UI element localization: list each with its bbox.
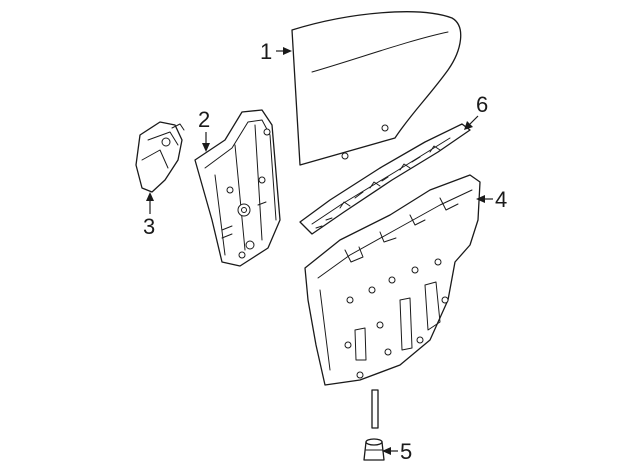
callout-1: 1 — [260, 39, 292, 64]
callout-2: 2 — [198, 107, 210, 152]
part-2-window-regulator — [194, 109, 281, 267]
callout-6-number: 6 — [476, 92, 488, 117]
callout-4: 4 — [476, 187, 507, 212]
part-4-door-carrier-panel — [304, 174, 481, 386]
part-1-door-glass — [291, 11, 462, 166]
callout-5-number: 5 — [400, 439, 412, 464]
callout-4-number: 4 — [495, 187, 507, 212]
part-5-grommet — [363, 389, 385, 461]
part-3-regulator-motor — [135, 121, 185, 193]
callout-1-number: 1 — [260, 39, 272, 64]
callout-3: 3 — [143, 192, 155, 239]
part-6-run-channel — [299, 123, 471, 235]
callout-3-number: 3 — [143, 214, 155, 239]
callout-2-number: 2 — [198, 107, 210, 132]
callout-5: 5 — [382, 439, 412, 464]
callout-6: 6 — [464, 92, 488, 130]
